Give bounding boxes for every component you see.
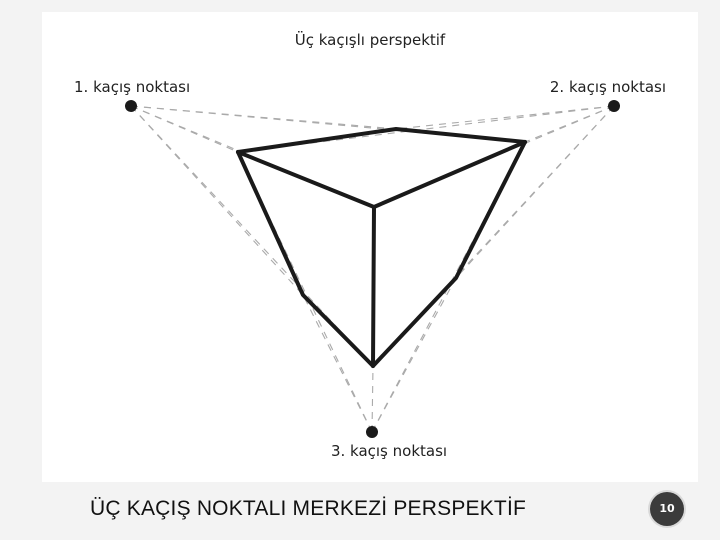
vanishing-point-3	[366, 426, 378, 438]
vanishing-point-1	[125, 100, 137, 112]
cube-right-edges	[371, 140, 527, 368]
guide-line	[302, 294, 373, 433]
cube-vertical-edge	[371, 205, 376, 368]
cube-edges	[236, 127, 527, 368]
vanishing-point-1-label: 1. kaçış noktası	[74, 78, 191, 96]
vanishing-point-3-label: 3. kaçış noktası	[330, 442, 448, 460]
guide-line	[130, 105, 304, 296]
diagram-title: Üç kaçışlı perspektif	[294, 31, 446, 49]
page-number-badge: 10	[650, 492, 684, 526]
vanishing-point-2	[608, 100, 620, 112]
perspective-diagram	[125, 100, 620, 438]
guide-line	[455, 105, 615, 279]
vanishing-points	[125, 100, 620, 438]
cube-top-back-edges	[236, 127, 527, 154]
guide-line	[371, 277, 457, 433]
perspective-figure: Üç kaçışlı perspektif 1. kaçış noktası 2…	[42, 12, 698, 482]
guide-line	[395, 105, 615, 130]
slide-title: ÜÇ KAÇIŞ NOKTALI MERKEZİ PERSPEKTİF	[90, 497, 527, 520]
cube-top-front-edges	[236, 140, 527, 209]
vanishing-point-2-label: 2. kaçış noktası	[549, 78, 666, 96]
guide-line	[371, 365, 374, 433]
cube-left-edges	[236, 150, 375, 368]
